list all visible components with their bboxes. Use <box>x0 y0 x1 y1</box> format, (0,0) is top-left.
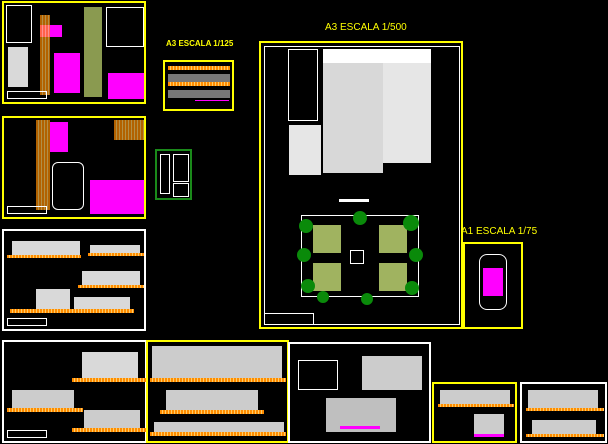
sheet-a3-125[interactable] <box>163 60 234 111</box>
garden-strip <box>84 7 102 97</box>
tree <box>361 293 373 305</box>
sheet-site-plan[interactable] <box>259 41 463 329</box>
title-block <box>7 318 47 326</box>
title-block <box>7 206 47 214</box>
title-block <box>264 313 314 325</box>
lawn <box>313 263 341 291</box>
ground-line <box>72 378 146 382</box>
sheet-elevations-1[interactable] <box>2 229 146 331</box>
detail-sheet[interactable] <box>155 149 192 200</box>
room-outline <box>173 183 189 197</box>
elevation <box>90 245 140 253</box>
lawn <box>379 263 407 291</box>
sheet-perspectives[interactable] <box>288 342 431 443</box>
elevation <box>12 241 80 255</box>
ground-line <box>10 309 134 313</box>
tree <box>405 281 419 295</box>
section <box>84 410 140 428</box>
ground-line <box>78 285 144 288</box>
viewport <box>298 360 338 390</box>
hatch-column <box>36 120 50 210</box>
magenta-room <box>50 122 68 152</box>
label-a1-75: A1 ESCALA 1/75 <box>461 226 538 237</box>
tree <box>317 291 329 303</box>
elevation <box>74 297 130 309</box>
elevation <box>12 390 74 408</box>
ground-line <box>150 432 286 436</box>
perspective-render <box>362 356 422 390</box>
hatch-block <box>114 120 144 140</box>
elevation <box>82 352 138 378</box>
stair-outline <box>160 154 170 194</box>
ground-line <box>72 428 146 432</box>
elevation <box>152 346 282 378</box>
tree <box>299 219 313 233</box>
court-outline <box>52 162 84 210</box>
hatch-row <box>168 66 230 70</box>
elevation <box>528 390 598 408</box>
room-outline <box>173 154 189 182</box>
grey-block <box>168 74 230 84</box>
sheet-elevations-3[interactable] <box>146 340 289 443</box>
title-block <box>7 91 47 99</box>
title-block <box>7 430 47 438</box>
elevation <box>82 271 140 285</box>
sheet-details-1[interactable] <box>432 382 517 443</box>
ground-line <box>7 408 83 412</box>
ground-line <box>438 404 514 407</box>
building-roof <box>323 49 431 63</box>
sheet-details-2[interactable] <box>520 382 607 443</box>
section <box>474 414 504 434</box>
tree <box>409 248 423 262</box>
tree <box>301 279 315 293</box>
ground-line <box>88 253 144 256</box>
building-roof <box>289 125 321 175</box>
ground-line <box>526 408 604 411</box>
hatch-row <box>168 82 230 86</box>
plaza-north <box>288 49 318 121</box>
magenta-room <box>108 73 144 99</box>
building-roof <box>323 63 383 173</box>
building-roof <box>383 63 431 163</box>
magenta-room <box>483 268 503 296</box>
sheet-floor-plan-1[interactable] <box>2 1 146 104</box>
section <box>532 420 596 434</box>
grey-block <box>168 90 230 98</box>
ground-line <box>150 378 286 382</box>
ground-line <box>160 410 264 414</box>
label-a3-500: A3 ESCALA 1/500 <box>325 22 407 33</box>
lawn <box>313 225 341 253</box>
plan-outline <box>479 254 507 310</box>
hatch-column <box>40 15 50 95</box>
lawn <box>379 225 407 253</box>
tree <box>403 215 419 231</box>
site-boundary <box>264 46 460 325</box>
section <box>36 289 70 309</box>
label-a3-125: A3 ESCALA 1/125 <box>166 39 234 48</box>
plaza-detail <box>6 5 32 43</box>
elevation <box>166 390 258 410</box>
sheet-elevations-2[interactable] <box>2 340 147 443</box>
hatched-area <box>8 47 28 87</box>
magenta-line <box>195 100 229 101</box>
tree <box>353 211 367 225</box>
room-outline <box>106 7 144 47</box>
central-monument <box>350 250 364 264</box>
ground-line <box>526 434 604 437</box>
magenta-line <box>340 426 380 429</box>
magenta-line <box>474 434 504 437</box>
tree <box>297 248 311 262</box>
sheet-a1-75[interactable] <box>463 242 523 329</box>
sheet-floor-plan-2[interactable] <box>2 116 146 219</box>
magenta-room <box>54 53 80 93</box>
step-line <box>339 199 369 202</box>
ground-line <box>7 255 81 258</box>
elevation <box>440 390 510 404</box>
elevation <box>154 422 284 432</box>
magenta-room <box>90 180 144 214</box>
